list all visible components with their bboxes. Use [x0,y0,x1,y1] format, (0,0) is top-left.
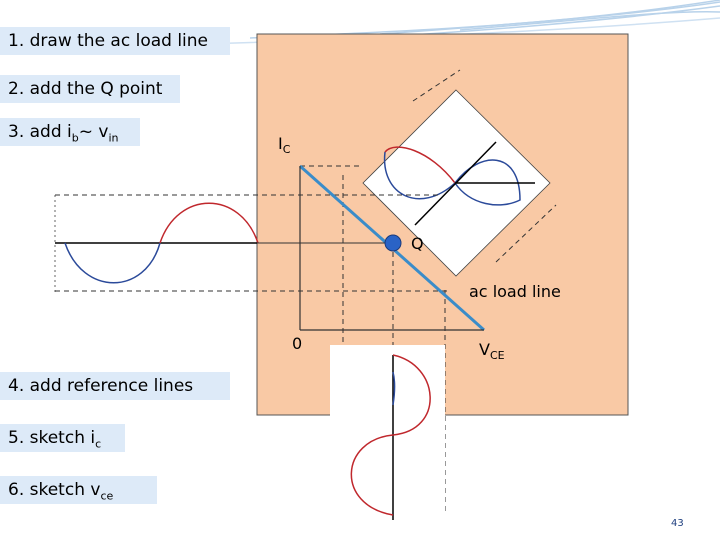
origin-label: 0 [292,334,303,353]
axes [299,166,484,331]
ic-axis-label: IC [278,134,291,157]
step-5: 5. sketch ic [0,424,125,452]
ic-waveform [350,354,431,520]
step-1: 1. draw the ac load line [0,27,230,55]
q-point-label: Q [411,234,424,253]
page-number: 43 [671,518,684,529]
ac-load-line-label: ac load line [469,282,561,301]
step-2: 2. add the Q point [0,75,180,103]
step-6: 6. sketch vce [0,476,157,504]
vce-axis-label: VCE [479,340,505,363]
projection-lines [300,69,557,263]
vin-waveform [54,194,450,293]
ib-waveform [383,141,535,226]
q-point-dot [384,234,402,252]
step-4: 4. add reference lines [0,372,230,400]
step-3: 3. add ib~ vin [0,118,140,146]
